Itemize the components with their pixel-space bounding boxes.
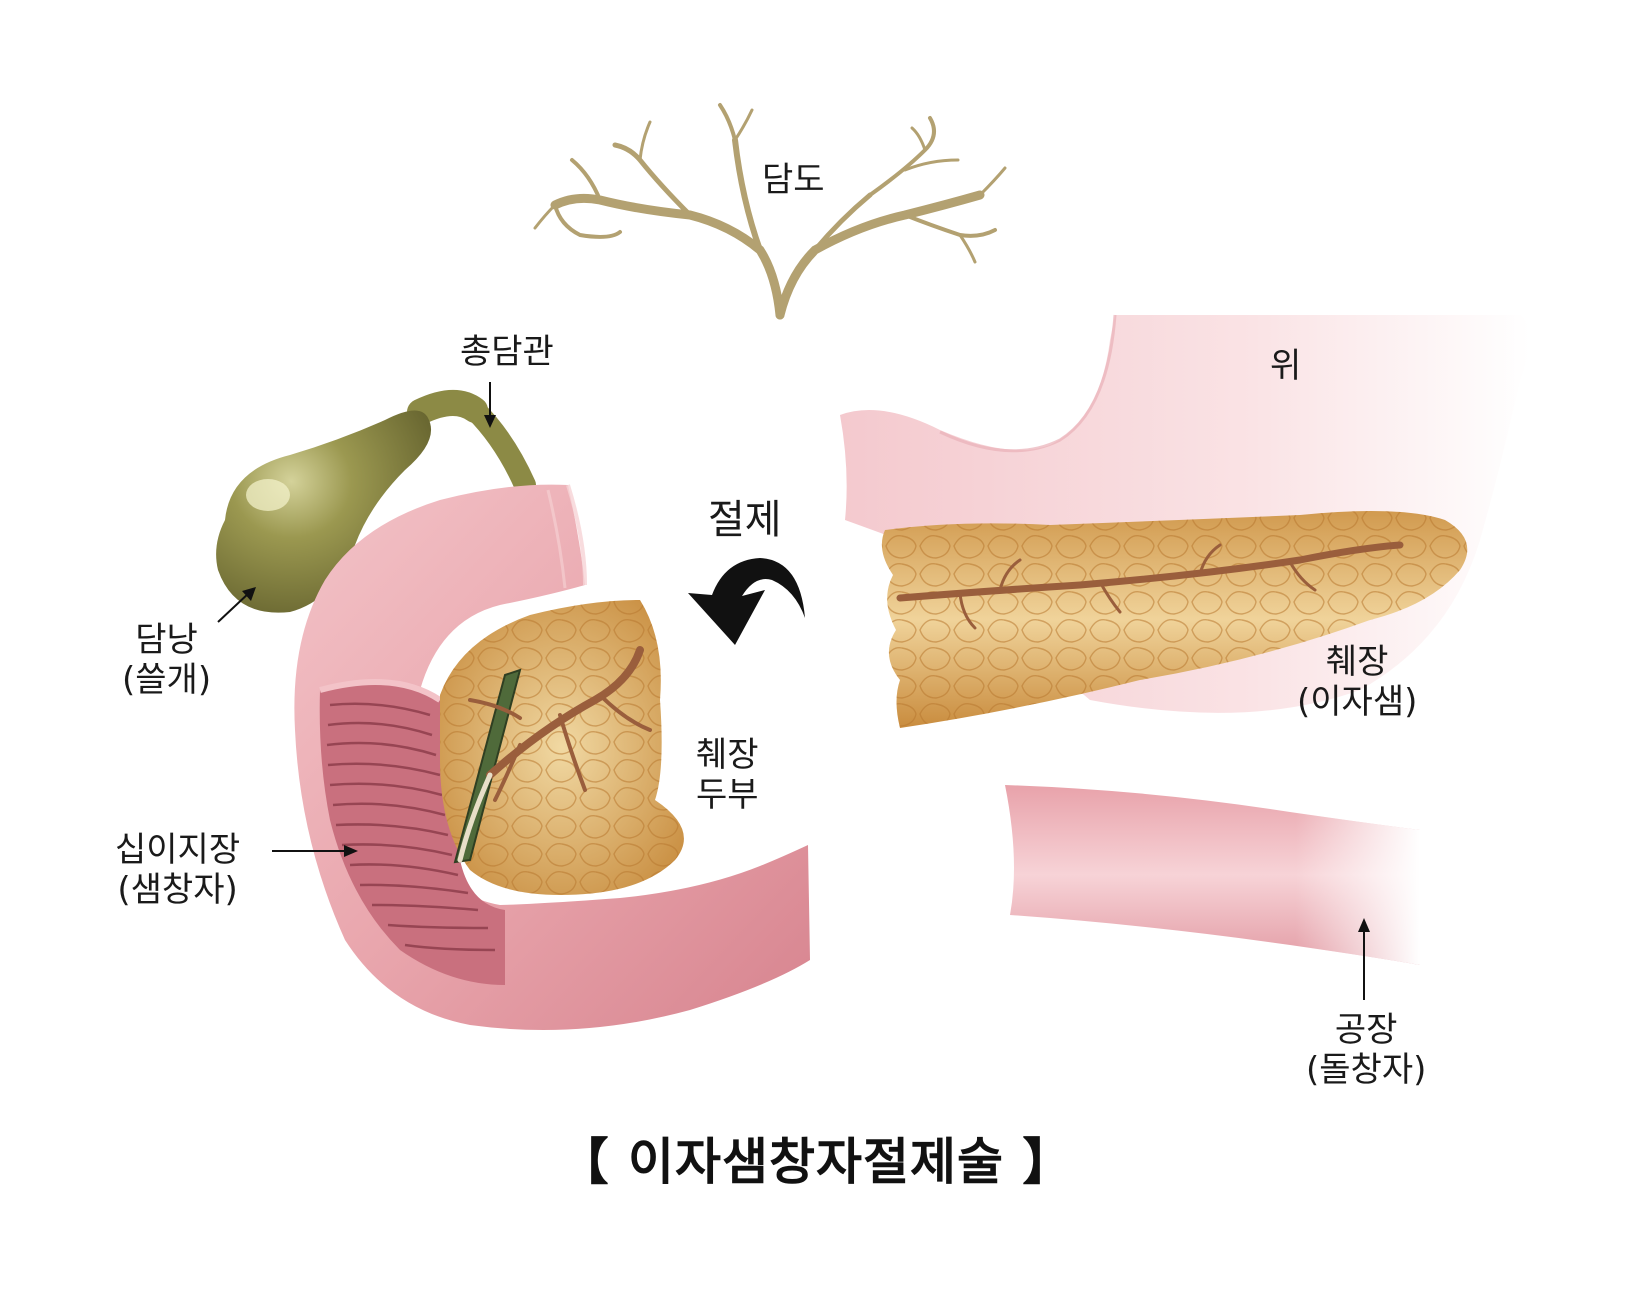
label-bile-duct-text: 담도 (762, 160, 825, 200)
label-duodenum-line1: 십이지장 (115, 830, 241, 870)
gallbladder-shape (216, 390, 536, 613)
label-gallbladder: 담낭 (쓸개) (122, 620, 211, 700)
jejunum-shape (1005, 785, 1420, 965)
label-pancreas-line1: 췌장 (1325, 642, 1389, 682)
label-pancreas-head-line1: 췌장 (696, 735, 759, 775)
label-resection-text: 절제 (708, 497, 782, 543)
duodenum-shape (294, 484, 810, 1031)
label-pancreas-head: 췌장 두부 (696, 735, 759, 815)
label-gallbladder-line1: 담낭 (135, 620, 198, 660)
resection-arrow-icon (688, 558, 805, 645)
bile-duct-tree (533, 103, 1007, 320)
label-jejunum-line1: 공장 (1334, 1010, 1398, 1050)
label-resection: 절제 (708, 500, 782, 540)
label-common-bile-duct-text: 총담관 (460, 332, 554, 372)
diagram-title: 【 이자샘창자절제술 】 (558, 1133, 1074, 1191)
label-jejunum: 공장 (돌창자) (1306, 1010, 1426, 1090)
pancreas-head-shape (440, 600, 684, 895)
label-bile-duct: 담도 (762, 160, 825, 200)
label-common-bile-duct: 총담관 (460, 332, 554, 372)
label-jejunum-line2: (돌창자) (1306, 1050, 1427, 1090)
label-duodenum: 십이지장 (샘창자) (115, 830, 240, 910)
label-pancreas-line2: (이자샘) (1297, 682, 1418, 722)
pancreas-body-tail (881, 511, 1468, 728)
label-pancreas-head-line2: 두부 (696, 775, 759, 815)
label-gallbladder-line2: (쓸개) (122, 660, 212, 700)
label-duodenum-line2: (샘창자) (117, 870, 238, 910)
label-stomach: 위 (1270, 346, 1301, 386)
label-leader-lines (217, 382, 1370, 1000)
label-pancreas: 췌장 (이자샘) (1297, 642, 1417, 722)
label-stomach-text: 위 (1270, 346, 1302, 386)
